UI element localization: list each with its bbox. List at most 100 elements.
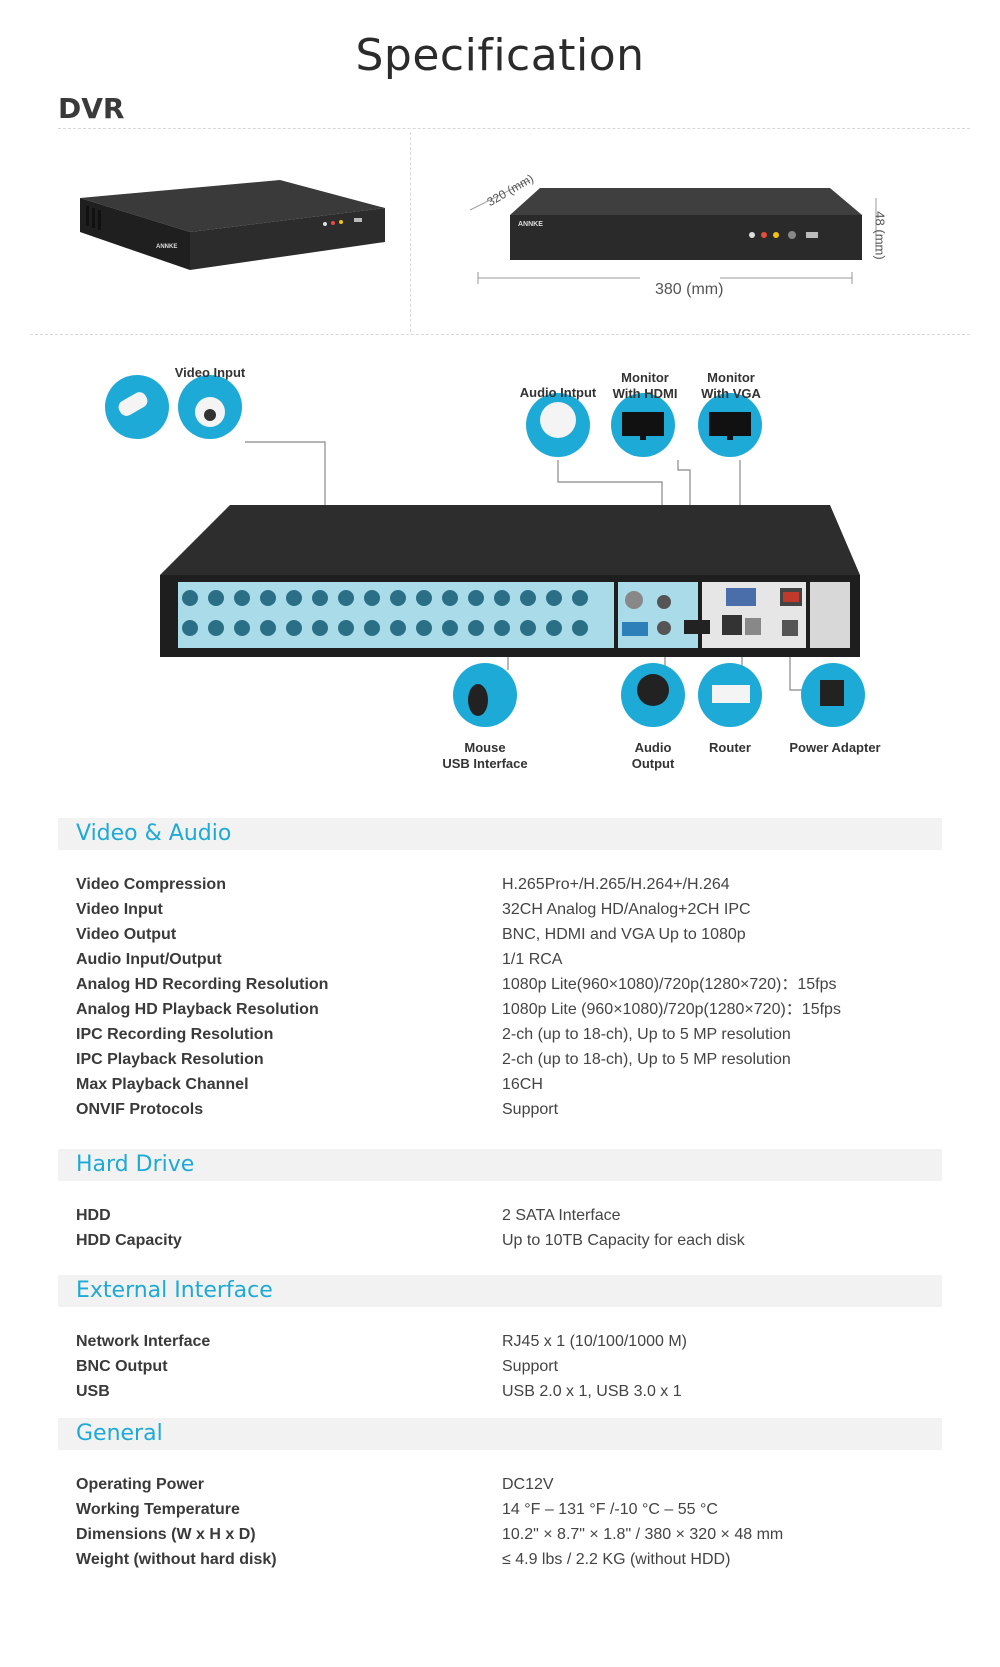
spec-key: Video Compression	[76, 876, 226, 893]
bnc-port	[546, 590, 562, 606]
height-dimension: 48 (mm)	[872, 211, 888, 260]
page-title: Specification	[355, 30, 645, 81]
bnc-port	[208, 620, 224, 636]
bnc-port	[442, 620, 458, 636]
spec-row: Network Interface RJ45 x 1 (10/100/1000 M…	[58, 1329, 942, 1354]
bnc-port	[416, 590, 432, 606]
spec-value: Up to 10TB Capacity for each disk	[502, 1232, 745, 1249]
divider-top	[58, 128, 970, 129]
spec-key: Analog HD Recording Resolution	[76, 976, 329, 993]
bnc-port	[390, 620, 406, 636]
spec-row: Weight (without hard disk) ≤ 4.9 lbs / 2.…	[58, 1547, 942, 1572]
bnc-port	[234, 590, 250, 606]
bnc-port	[338, 620, 354, 636]
bnc-port	[572, 620, 588, 636]
bnc-port	[520, 620, 536, 636]
spec-value: 2 SATA Interface	[502, 1207, 621, 1224]
bnc-port	[260, 590, 276, 606]
mouse-usb-label: Mouse USB Interface	[442, 740, 528, 771]
spec-row: Working Temperature 14 °F – 131 °F /-10 °…	[58, 1497, 942, 1522]
bnc-port	[364, 590, 380, 606]
bnc-port	[286, 590, 302, 606]
spec-value: ≤ 4.9 lbs / 2.2 KG (without HDD)	[502, 1551, 731, 1568]
bnc-port	[468, 620, 484, 636]
spec-key: IPC Playback Resolution	[76, 1051, 264, 1068]
dvr-product-image: ANNKE	[80, 180, 385, 270]
section-title: General	[58, 1418, 942, 1450]
spec-value: 14 °F – 131 °F /-10 °C – 55 °C	[502, 1501, 718, 1518]
spec-row: Video Output BNC, HDMI and VGA Up to 1080…	[58, 922, 942, 947]
brand-logo: ANNKE	[156, 244, 177, 250]
spec-value: RJ45 x 1 (10/100/1000 M)	[502, 1333, 687, 1350]
bnc-port	[390, 590, 406, 606]
spec-value: 2-ch (up to 18-ch), Up to 5 MP resolutio…	[502, 1026, 791, 1043]
divider-vertical	[410, 132, 411, 332]
spec-key: ONVIF Protocols	[76, 1101, 204, 1118]
spec-value: 1/1 RCA	[502, 951, 563, 968]
spec-row: IPC Playback Resolution 2-ch (up to 18-ch…	[58, 1047, 942, 1072]
section-title: Hard Drive	[58, 1149, 942, 1181]
spec-row: Video Compression H.265Pro+/H.265/H.264+/…	[58, 872, 942, 897]
bnc-port	[468, 590, 484, 606]
spec-value: 2-ch (up to 18-ch), Up to 5 MP resolutio…	[502, 1051, 791, 1068]
spec-value: 16CH	[502, 1076, 543, 1093]
spec-value: 32CH Analog HD/Analog+2CH IPC	[502, 901, 751, 918]
spec-key: Network Interface	[76, 1333, 211, 1350]
spec-key: Dimensions (W x H x D)	[76, 1526, 256, 1543]
bnc-port	[416, 620, 432, 636]
bnc-port	[494, 620, 510, 636]
router-label: Router	[709, 740, 751, 755]
audio-input-label: Audio Intput	[519, 385, 597, 400]
bnc-port	[312, 590, 328, 606]
bnc-port	[182, 590, 198, 606]
spec-value: 10.2" × 8.7" × 1.8" / 380 × 320 × 48 mm	[502, 1526, 784, 1543]
spec-table: Video Compression H.265Pro+/H.265/H.264+/…	[58, 850, 942, 1122]
spec-row: Video Input 32CH Analog HD/Analog+2CH IPC	[58, 897, 942, 922]
dvr-heading: DVR	[58, 92, 125, 125]
spec-value: Support	[502, 1358, 559, 1375]
bnc-port	[234, 620, 250, 636]
spec-key: Video Input	[76, 901, 163, 918]
bnc-port	[286, 620, 302, 636]
power-adapter-label: Power Adapter	[789, 740, 881, 755]
spec-key: BNC Output	[76, 1358, 168, 1375]
bnc-port	[182, 620, 198, 636]
spec-key: Video Output	[76, 926, 177, 943]
spec-table: Network Interface RJ45 x 1 (10/100/1000 M…	[58, 1307, 942, 1404]
spec-key: HDD Capacity	[76, 1232, 182, 1249]
connection-diagram	[105, 375, 865, 727]
width-dimension: 380 (mm)	[655, 281, 724, 298]
spec-key: Working Temperature	[76, 1501, 240, 1518]
spec-key: HDD	[76, 1207, 111, 1224]
spec-value: USB 2.0 x 1, USB 3.0 x 1	[502, 1383, 682, 1400]
spec-row: USB USB 2.0 x 1, USB 3.0 x 1	[58, 1379, 942, 1404]
section-external-interface: External Interface Network Interface RJ45…	[58, 1275, 942, 1404]
spec-value: 1080p Lite (960×1080)/720p(1280×720)：15f…	[502, 1001, 841, 1018]
spec-value: H.265Pro+/H.265/H.264+/H.264	[502, 876, 730, 893]
spec-row: HDD Capacity Up to 10TB Capacity for each…	[58, 1228, 942, 1253]
bnc-port	[364, 620, 380, 636]
bnc-port	[572, 590, 588, 606]
bnc-port	[494, 590, 510, 606]
bnc-port	[442, 590, 458, 606]
spec-key: USB	[76, 1383, 110, 1400]
monitor-vga-label: Monitor With VGA	[701, 370, 761, 401]
bnc-port	[338, 590, 354, 606]
spec-row: Dimensions (W x H x D) 10.2" × 8.7" × 1.8…	[58, 1522, 942, 1547]
dvr-dimension-image: ANNKE	[470, 180, 877, 284]
spec-key: Audio Input/Output	[76, 951, 222, 968]
spec-key: Operating Power	[76, 1476, 205, 1493]
spec-value: BNC, HDMI and VGA Up to 1080p	[502, 926, 746, 943]
spec-row: Audio Input/Output 1/1 RCA	[58, 947, 942, 972]
spec-key: Weight (without hard disk)	[76, 1551, 277, 1568]
section-title: External Interface	[58, 1275, 942, 1307]
